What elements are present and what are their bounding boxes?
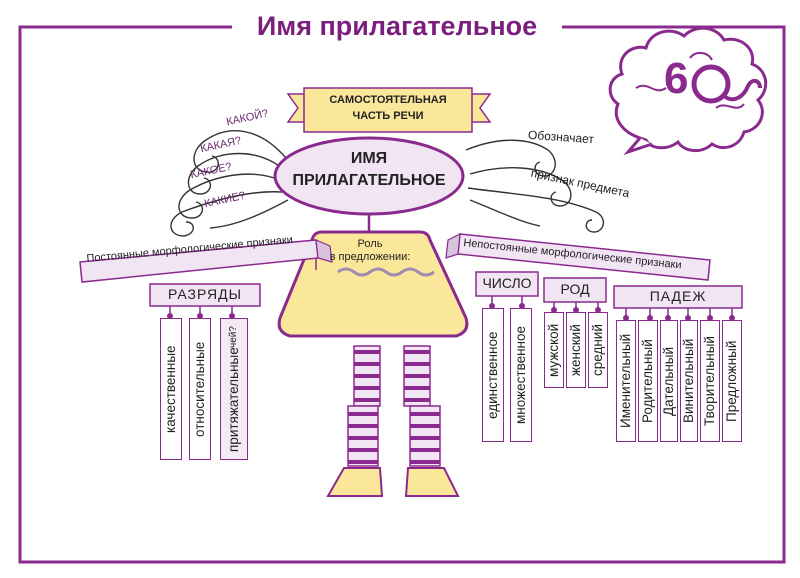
gender-item-3: средний	[588, 312, 608, 388]
number-item-2: множественное	[510, 308, 532, 442]
head-line-1: ИМЯ	[350, 150, 388, 167]
right-leg	[403, 345, 460, 497]
case-item-4: Винительный	[680, 320, 698, 442]
gender-header: РОД	[560, 281, 590, 297]
rank-item-2: относительные	[189, 318, 211, 460]
page-title: Имя прилагательное	[256, 10, 538, 41]
rank-item-3: притяжательные чей?	[220, 318, 248, 460]
left-leg	[326, 345, 384, 497]
badge-text: 6	[664, 54, 689, 103]
number-item-1: единственное	[482, 308, 504, 442]
case-item-6: Предложный	[722, 320, 742, 442]
rank-item-3-label: притяжательные	[225, 347, 241, 453]
rank-item-1: качественные	[160, 318, 182, 460]
case-item-2: Родительный	[638, 320, 658, 442]
variable-banner-shape	[445, 232, 711, 281]
brain-logo-icon	[608, 26, 768, 156]
rank-header: РАЗРЯДЫ	[167, 286, 243, 302]
case-item-5: Творительный	[700, 320, 720, 442]
gender-item-2: женский	[566, 312, 586, 388]
scroll-line-2: ЧАСТЬ РЕЧИ	[352, 110, 424, 122]
case-header: ПАДЕЖ	[649, 288, 707, 304]
scroll-banner	[286, 87, 492, 133]
role-line-1: Роль	[357, 238, 383, 250]
scroll-line-1: САМОСТОЯТЕЛЬНАЯ	[329, 94, 447, 106]
question-curls	[170, 130, 289, 237]
role-line-2: в предложении:	[329, 251, 411, 263]
gender-item-1: мужской	[544, 312, 564, 388]
head-line-2: ПРИЛАГАТЕЛЬНОЕ	[292, 172, 446, 189]
number-header: ЧИСЛО	[482, 275, 532, 291]
case-item-1: Именительный	[616, 320, 636, 442]
constant-banner-shape	[79, 239, 333, 283]
rank-item-3-note: чей?	[227, 325, 239, 348]
case-item-3: Дательный	[660, 320, 678, 442]
wavy-line	[337, 267, 435, 277]
title-box: Имя прилагательное	[232, 6, 562, 46]
meaning-curls	[465, 139, 604, 233]
